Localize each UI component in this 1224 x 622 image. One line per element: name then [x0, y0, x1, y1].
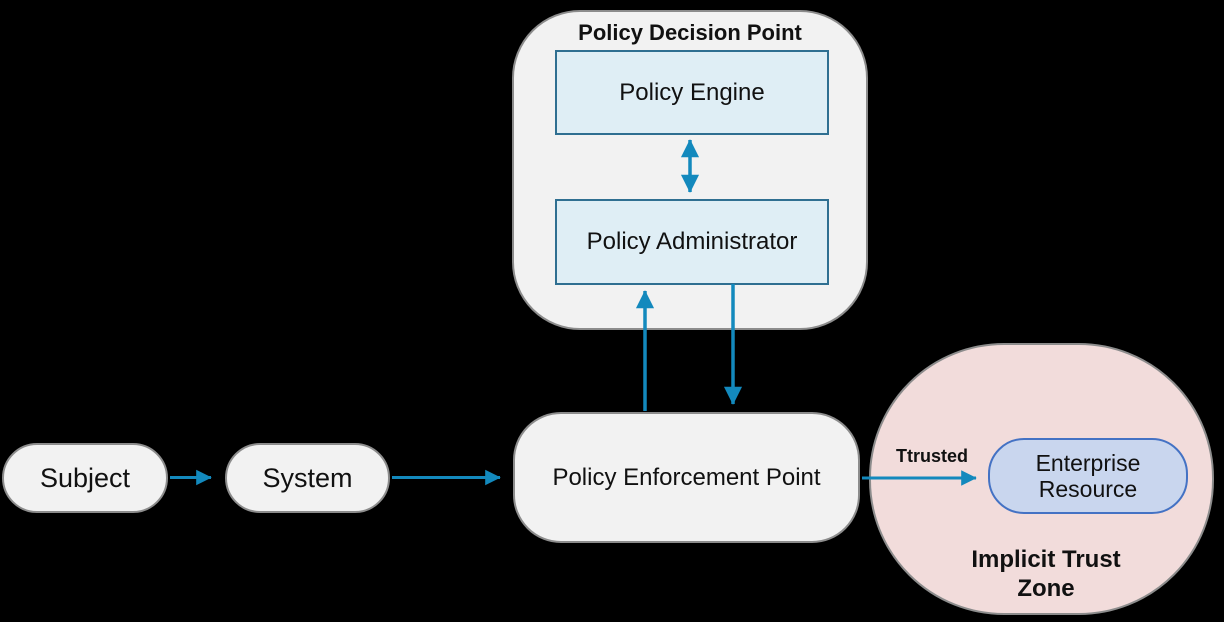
- enterprise-resource-label: Enterprise Resource: [1035, 449, 1141, 502]
- system-label: System: [262, 462, 353, 493]
- policy-enforcement-point-node: Policy Enforcement Point: [513, 412, 860, 543]
- policy-engine-box: Policy Engine: [555, 50, 829, 135]
- policy-enforcement-point-label: Policy Enforcement Point: [552, 463, 821, 491]
- policy-engine-label: Policy Engine: [619, 78, 765, 106]
- subject-label: Subject: [39, 462, 131, 493]
- system-node: System: [225, 443, 390, 513]
- implicit-trust-zone-label: Implicit Trust Zone: [971, 546, 1121, 602]
- policy-administrator-box: Policy Administrator: [555, 199, 829, 285]
- pep-to-resource-edge-label: Ttrusted: [896, 446, 968, 466]
- enterprise-resource-node: Enterprise Resource: [988, 438, 1188, 514]
- policy-decision-point-container: Policy Decision Point Policy Engine Poli…: [512, 10, 868, 330]
- policy-administrator-label: Policy Administrator: [586, 228, 798, 255]
- subject-node: Subject: [2, 443, 168, 513]
- policy-decision-point-title: Policy Decision Point: [578, 20, 802, 45]
